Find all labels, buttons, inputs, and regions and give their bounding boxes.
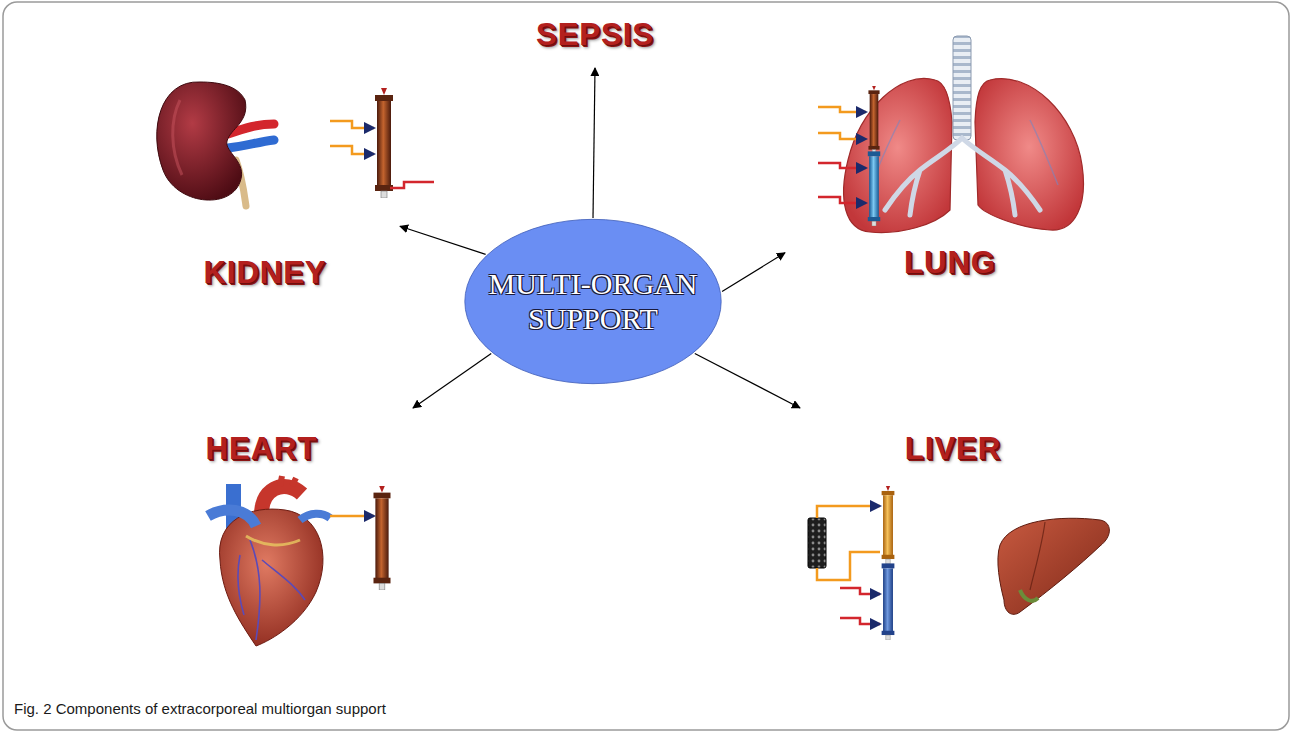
- drawing-part: [238, 540, 305, 640]
- drawing-part: [220, 509, 323, 646]
- organ-label: LIVER: [800, 400, 1106, 466]
- drawing-part: [882, 486, 895, 564]
- organ-name: LUNG: [904, 246, 996, 280]
- drawing-part: [818, 107, 866, 112]
- drawing-part: [330, 121, 374, 128]
- kidney-illustration: [157, 82, 274, 206]
- drawing-part: [885, 138, 962, 215]
- organ-name: KIDNEY: [203, 256, 326, 290]
- drawing-part: [330, 515, 374, 518]
- liver-filters: [808, 486, 894, 640]
- heart-filter: [330, 486, 391, 590]
- arrow-connector: [400, 226, 486, 254]
- drawing-part: [817, 506, 880, 518]
- figure-caption: Fig. 2 Components of extracorporeal mult…: [14, 700, 386, 717]
- organ-name: HEART: [206, 432, 318, 466]
- organ-name: LIVER: [905, 432, 1001, 466]
- organ-label: HEART: [110, 400, 413, 466]
- drawing-part: [246, 536, 300, 545]
- drawing-part: [868, 86, 879, 154]
- drawing-part: [173, 100, 182, 175]
- ellipse-shape: [465, 219, 721, 383]
- drawing-part: [228, 140, 274, 148]
- drawing-part: [300, 514, 330, 520]
- drawing-part: [953, 36, 971, 140]
- drawing-part: [818, 197, 866, 203]
- drawing-part: [868, 151, 880, 226]
- figure-frame: [3, 2, 1289, 730]
- hub-ellipse: MULTI-ORGAN SUPPORT: [463, 218, 723, 385]
- drawing-part: [872, 120, 1058, 185]
- drawing-part: [330, 146, 374, 154]
- drawing-part: [840, 588, 880, 594]
- drawing-part: [817, 552, 880, 580]
- heart-illustration: [208, 476, 330, 646]
- drawing-part: [208, 510, 256, 526]
- organ-label: SEPSIS: [500, 18, 690, 68]
- organ-label: KIDNEY: [130, 220, 400, 290]
- drawing-part: [998, 518, 1109, 614]
- arrow-connector: [593, 68, 595, 218]
- drawing-part: [390, 182, 434, 188]
- drawing-part: [280, 476, 296, 486]
- lung-illustration: [844, 36, 1084, 233]
- drawing-part: [1020, 590, 1038, 601]
- arrow-connector: [695, 353, 800, 407]
- drawing-part: [975, 79, 1083, 231]
- drawing-part: [882, 563, 895, 640]
- drawing-part: [840, 618, 880, 624]
- kidney-filter: [330, 88, 434, 198]
- drawing-part: [157, 82, 246, 200]
- drawing-part: [962, 138, 1040, 215]
- lung-filters: [818, 86, 880, 226]
- drawing-part: [375, 88, 393, 198]
- organ-name: SEPSIS: [536, 18, 654, 52]
- liver-illustration: [998, 518, 1109, 614]
- drawing-part: [373, 486, 390, 590]
- drawing-part: [818, 163, 866, 168]
- arrow-connector: [413, 353, 491, 407]
- arrow-connector: [722, 253, 785, 292]
- hub-text: MULTI-ORGAN SUPPORT: [480, 267, 706, 336]
- drawing-part: [818, 133, 866, 139]
- drawing-part: [808, 518, 826, 568]
- organ-label: LUNG: [785, 236, 1115, 290]
- drawing-part: [1030, 522, 1045, 590]
